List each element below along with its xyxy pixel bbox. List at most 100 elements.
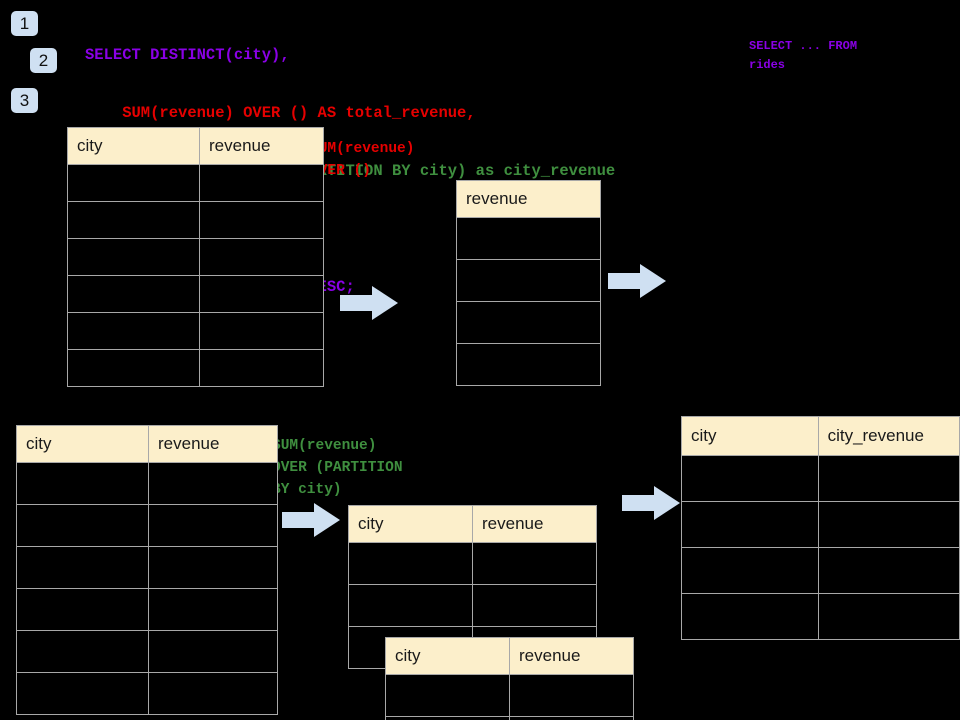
table-cell (681, 593, 819, 640)
arrow-head (314, 503, 340, 537)
arrow-shaft (622, 495, 660, 511)
table-cell (16, 672, 149, 715)
table-row (348, 584, 597, 627)
arrow-shaft (608, 273, 646, 289)
table-cell (348, 542, 473, 585)
table-source-bottom: city revenue (16, 425, 278, 715)
table-cell (148, 504, 278, 547)
table-cell (681, 547, 819, 594)
sql-line-total-revenue: SUM(revenue) OVER () AS total_revenue, (85, 104, 476, 122)
arrow-head (372, 286, 398, 320)
table-cell (199, 238, 324, 276)
table-cell (148, 462, 278, 505)
table-cell (16, 588, 149, 631)
column-header-city: city (348, 505, 473, 543)
table-row (385, 674, 634, 717)
table-row (67, 201, 324, 239)
table-cell (148, 588, 278, 631)
table-cell (148, 630, 278, 673)
column-header-revenue: revenue (456, 180, 601, 218)
table-row (16, 546, 278, 589)
table-cell (681, 501, 819, 548)
table-cell (16, 504, 149, 547)
table-row (67, 312, 324, 350)
arrow-shaft (282, 512, 320, 528)
table-cell (817, 547, 960, 594)
table-cell (199, 349, 324, 387)
table-header-row: city revenue (67, 127, 324, 165)
table-cell (199, 275, 324, 313)
column-header-revenue: revenue (509, 637, 634, 675)
table-header-row: city revenue (348, 505, 597, 543)
column-header-city: city (16, 425, 149, 463)
table-partition-front: city revenue (385, 637, 634, 720)
table-cell (348, 584, 473, 627)
table-cell (385, 674, 510, 717)
table-cell (509, 674, 634, 717)
table-header-row: city city_revenue (681, 416, 960, 456)
table-row (385, 716, 634, 720)
table-row (16, 504, 278, 547)
table-row (681, 547, 960, 594)
arrow-bottom-right (622, 486, 682, 520)
table-cell (817, 501, 960, 548)
table-cell (67, 349, 200, 387)
table-row (681, 455, 960, 502)
table-row (456, 259, 601, 302)
table-row (16, 462, 278, 505)
column-header-revenue: revenue (199, 127, 324, 165)
side-note-select-from-rides: SELECT ... FROM rides (749, 39, 858, 72)
table-cell (456, 343, 601, 386)
table-row (348, 542, 597, 585)
arrow-top-right (608, 264, 668, 298)
table-row (456, 301, 601, 344)
table-cell (16, 462, 149, 505)
table-row (67, 275, 324, 313)
column-header-revenue: revenue (148, 425, 278, 463)
table-cell (148, 672, 278, 715)
step-badge-1: 1 (11, 11, 38, 36)
table-cell (817, 455, 960, 502)
table-row (67, 164, 324, 202)
table-row (16, 630, 278, 673)
table-row (681, 593, 960, 640)
table-total-revenue: revenue (456, 180, 601, 386)
sql-line-select: SELECT DISTINCT(city), (85, 46, 290, 64)
arrow-bottom-mid (282, 503, 342, 537)
arrow-head (654, 486, 680, 520)
annotation-sum-over-empty: SUM(revenue) OVER () (310, 141, 415, 179)
table-cell (67, 275, 200, 313)
table-cell (456, 301, 601, 344)
table-header-row: city revenue (16, 425, 278, 463)
table-cell (385, 716, 510, 720)
column-header-city: city (67, 127, 200, 165)
annotation-sum-over-partition: SUM(revenue) OVER (PARTITION BY city) (272, 438, 403, 498)
table-header-row: revenue (456, 180, 601, 218)
table-cell (16, 630, 149, 673)
column-header-city: city (385, 637, 510, 675)
table-cell (67, 312, 200, 350)
table-cell (456, 217, 601, 260)
table-cell (456, 259, 601, 302)
table-cell (817, 593, 960, 640)
table-header-row: city revenue (385, 637, 634, 675)
table-row (67, 349, 324, 387)
table-row (681, 501, 960, 548)
table-row (456, 343, 601, 386)
table-cell (148, 546, 278, 589)
table-cell (509, 716, 634, 720)
table-row (456, 217, 601, 260)
table-cell (16, 546, 149, 589)
table-cell (67, 201, 200, 239)
table-result: city city_revenue (681, 416, 960, 640)
step-badge-3: 3 (11, 88, 38, 113)
table-cell (472, 584, 597, 627)
table-cell (199, 201, 324, 239)
table-row (16, 588, 278, 631)
step-badge-2: 2 (30, 48, 57, 73)
table-cell (199, 312, 324, 350)
table-cell (681, 455, 819, 502)
arrow-top-mid (340, 286, 400, 320)
table-cell (67, 238, 200, 276)
